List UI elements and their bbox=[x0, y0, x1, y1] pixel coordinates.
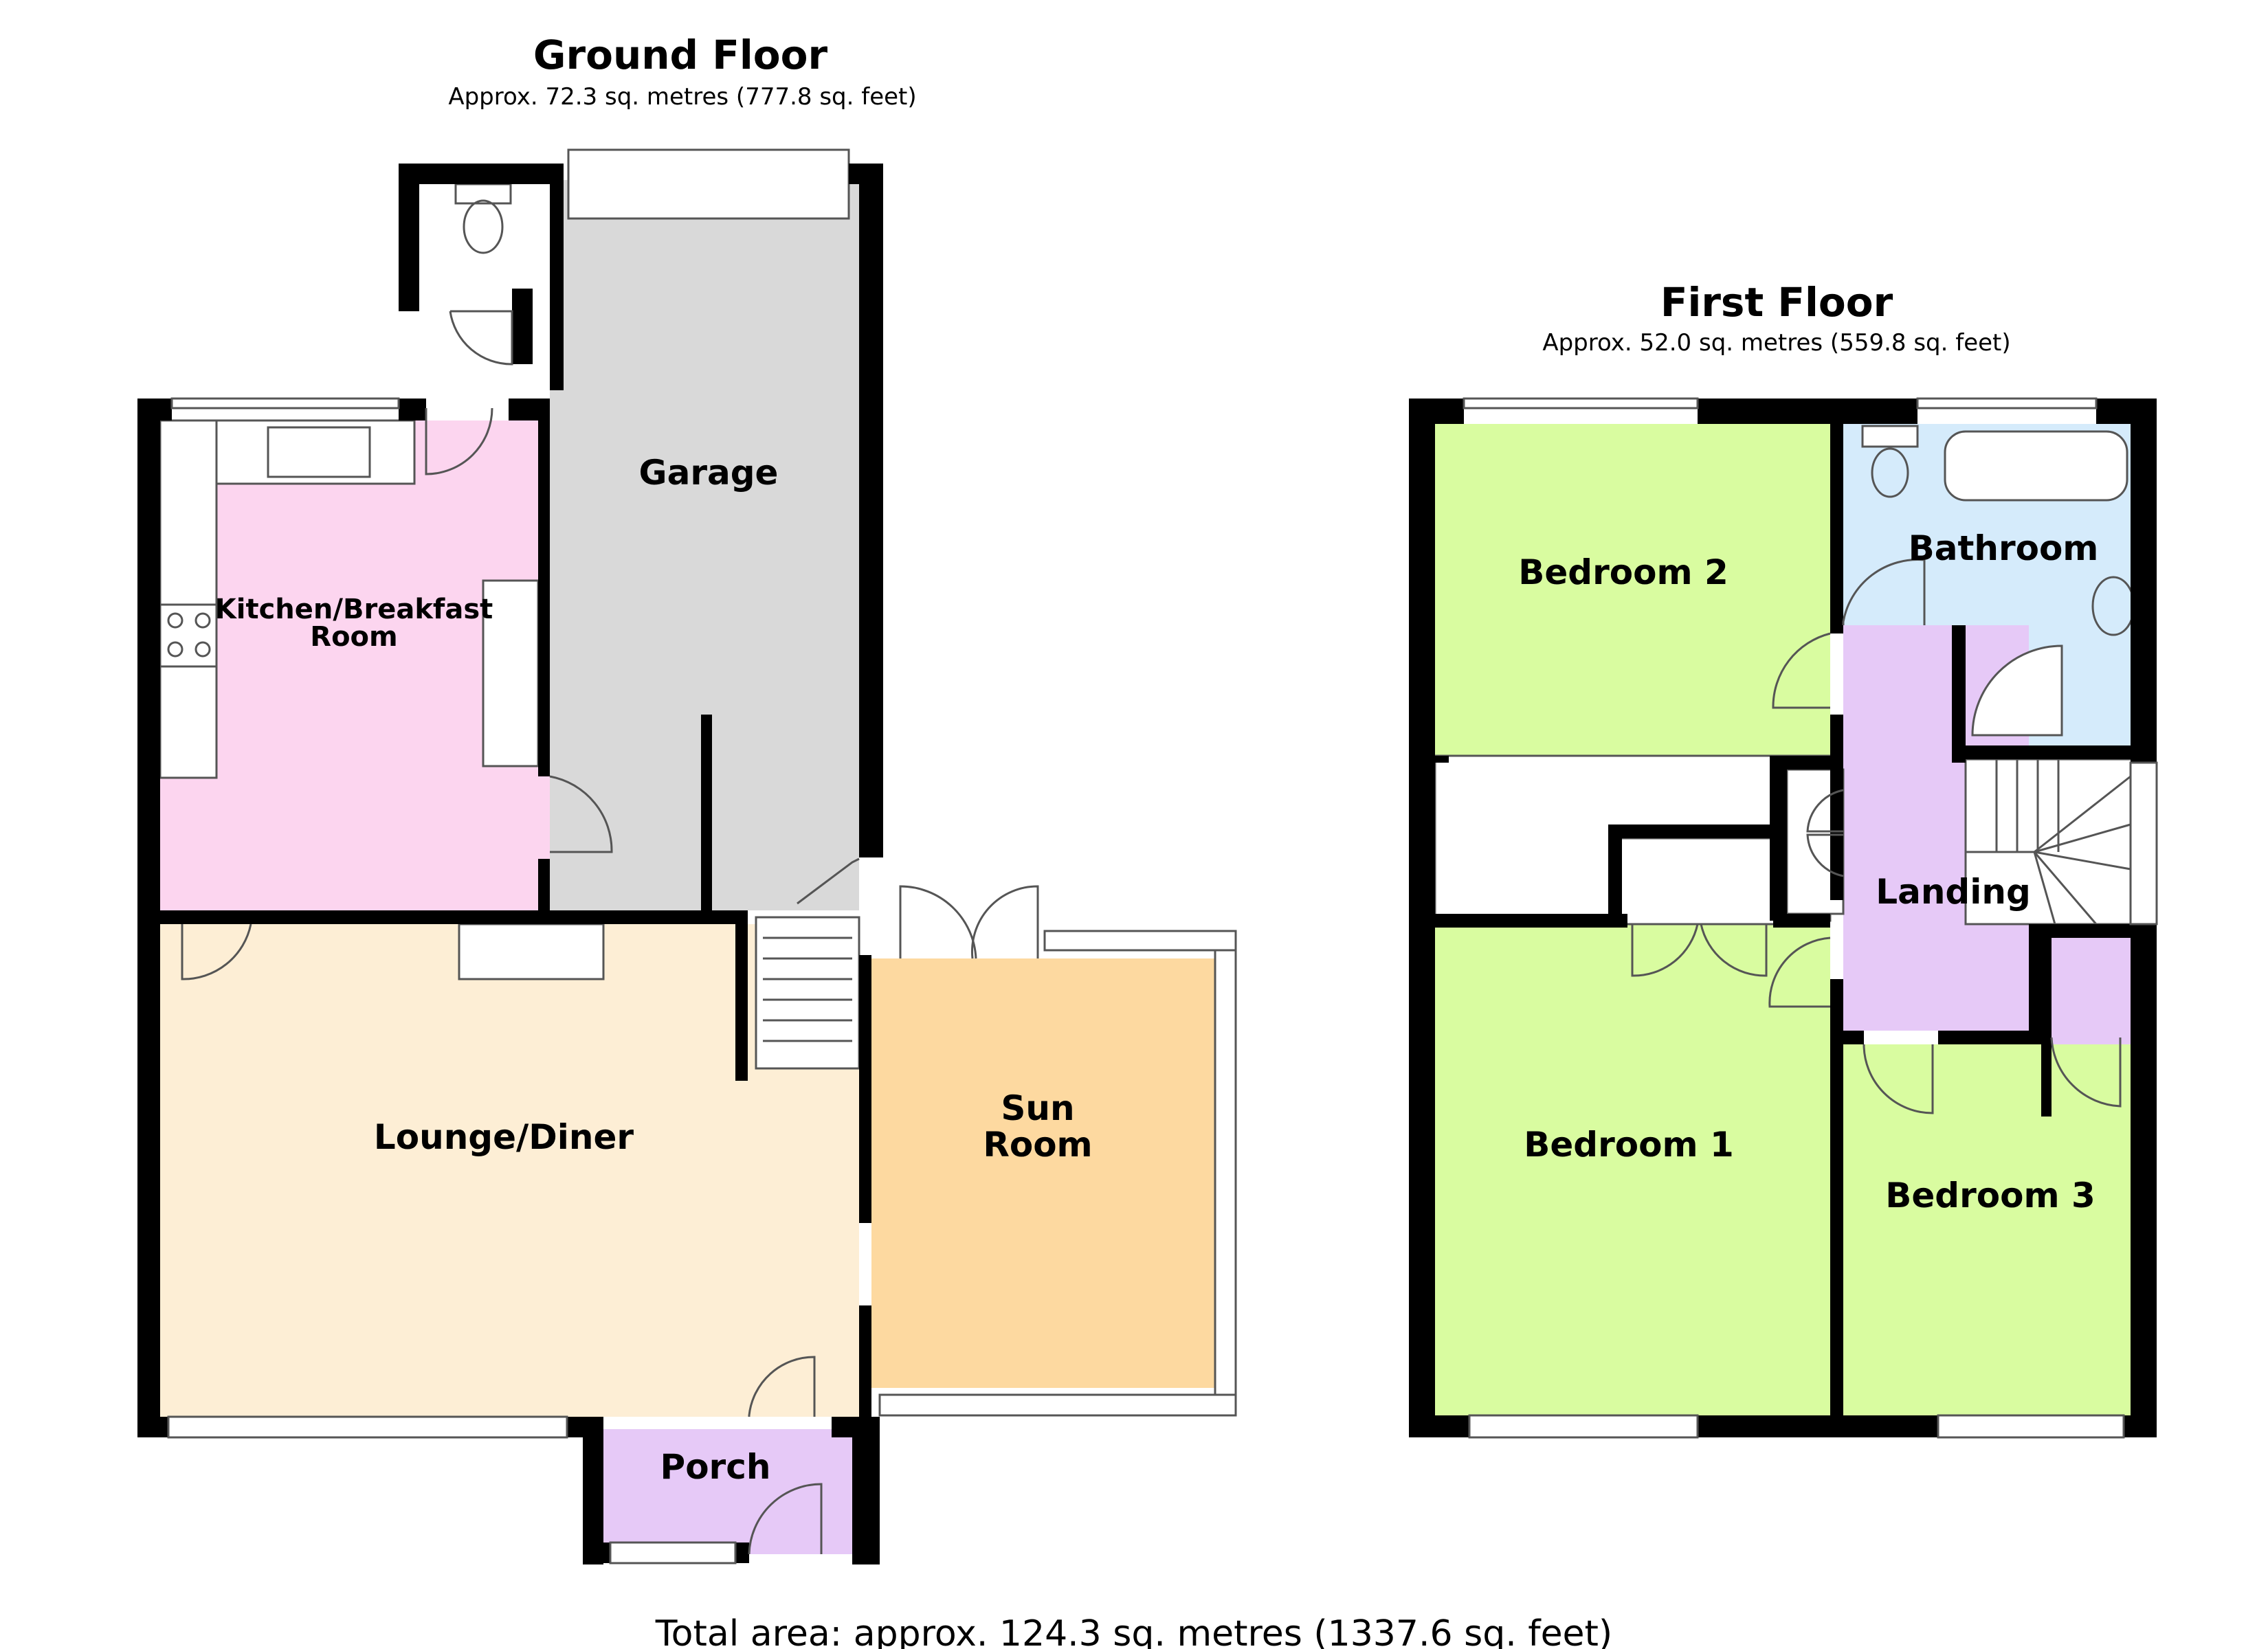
bathroom-label: Bathroom bbox=[1909, 528, 2099, 568]
door-wc bbox=[449, 310, 513, 366]
garage-storage bbox=[567, 148, 850, 220]
door-bedroom1 bbox=[1768, 936, 1831, 1008]
first-floor-area: Approx. 52.0 sq. metres (559.8 sq. feet) bbox=[1542, 329, 2010, 357]
garage-label: Garage bbox=[639, 453, 779, 493]
door-bedroom3 bbox=[1863, 1044, 1934, 1114]
bedroom2-label: Bedroom 2 bbox=[1518, 552, 1728, 592]
window-bathroom bbox=[1916, 397, 2098, 410]
door-wardrobe-b1-left bbox=[1631, 923, 1699, 977]
porch-label: Porch bbox=[660, 1447, 771, 1487]
door-sunroom-left bbox=[899, 885, 977, 959]
window-sunroom-right bbox=[1214, 930, 1237, 1417]
door-sunroom-right bbox=[970, 885, 1039, 959]
porch-fill bbox=[603, 1429, 859, 1554]
door-kitchen-back bbox=[425, 407, 493, 475]
window-landing bbox=[2129, 761, 2158, 926]
door-bathroom bbox=[1842, 559, 1926, 625]
first-stairs bbox=[1964, 758, 2135, 926]
shower bbox=[1971, 644, 2063, 737]
ground-stairs bbox=[755, 857, 860, 1070]
door-lounge-kitchen bbox=[181, 923, 252, 980]
ground-floor-area: Approx. 72.3 sq. metres (777.8 sq. feet) bbox=[448, 83, 916, 111]
bath bbox=[1944, 430, 2128, 502]
total-area: Total area: approx. 124.3 sq. metres (13… bbox=[655, 1613, 1612, 1649]
door-kitchen-garage bbox=[549, 775, 613, 853]
window-sunroom-bottom bbox=[878, 1393, 1237, 1417]
bedroom2-fill bbox=[1435, 424, 1830, 756]
door-porch-inner bbox=[748, 1356, 816, 1417]
door-airing-left bbox=[1806, 789, 1844, 833]
window-bedroom3 bbox=[1937, 1414, 2125, 1439]
kitchen-label-line1: Kitchen/Breakfast bbox=[215, 594, 493, 625]
first-floor: First Floor Approx. 52.0 sq. metres (559… bbox=[1409, 279, 2158, 1439]
kitchen-label-line2: Room bbox=[310, 621, 397, 653]
first-floor-title: First Floor bbox=[1660, 279, 1893, 326]
window-bedroom1 bbox=[1468, 1414, 1699, 1439]
sun-room-label-line2: Room bbox=[983, 1125, 1092, 1165]
door-porch-outer bbox=[748, 1483, 823, 1555]
lounge-label: Lounge/Diner bbox=[374, 1117, 634, 1157]
lounge-fill bbox=[160, 924, 859, 1417]
fireplace bbox=[458, 923, 605, 980]
ground-floor-title: Ground Floor bbox=[533, 32, 828, 78]
door-airing-right bbox=[1806, 833, 1844, 877]
kitchen-worktop-left bbox=[159, 419, 218, 779]
wardrobe-bedroom1 bbox=[1617, 837, 1778, 926]
ground-floor: Ground Floor Approx. 72.3 sq. metres (77… bbox=[137, 32, 1237, 1564]
bedroom1-label: Bedroom 1 bbox=[1524, 1125, 1733, 1165]
bedroom3-label: Bedroom 3 bbox=[1885, 1176, 2095, 1215]
door-wardrobe-b1-right bbox=[1700, 923, 1768, 977]
sun-room-fill bbox=[871, 958, 1215, 1388]
landing-label: Landing bbox=[1876, 872, 2031, 912]
window-kitchen-top bbox=[170, 397, 400, 410]
bath-toilet-cistern bbox=[1861, 425, 1919, 448]
kitchen-unit-right bbox=[482, 579, 540, 767]
bedroom3-fill bbox=[1843, 1044, 2131, 1415]
door-cupboard bbox=[2050, 1037, 2122, 1108]
kitchen-sink bbox=[267, 426, 371, 478]
window-sunroom-top bbox=[1043, 930, 1237, 952]
window-bedroom2 bbox=[1463, 397, 1699, 410]
window-lounge-bottom bbox=[167, 1415, 568, 1439]
sun-room-label-line1: Sun bbox=[1001, 1088, 1074, 1128]
kitchen-hob bbox=[159, 603, 218, 668]
window-porch bbox=[609, 1541, 737, 1564]
bedroom1-fill bbox=[1435, 924, 1830, 1415]
door-bedroom2 bbox=[1772, 632, 1831, 709]
